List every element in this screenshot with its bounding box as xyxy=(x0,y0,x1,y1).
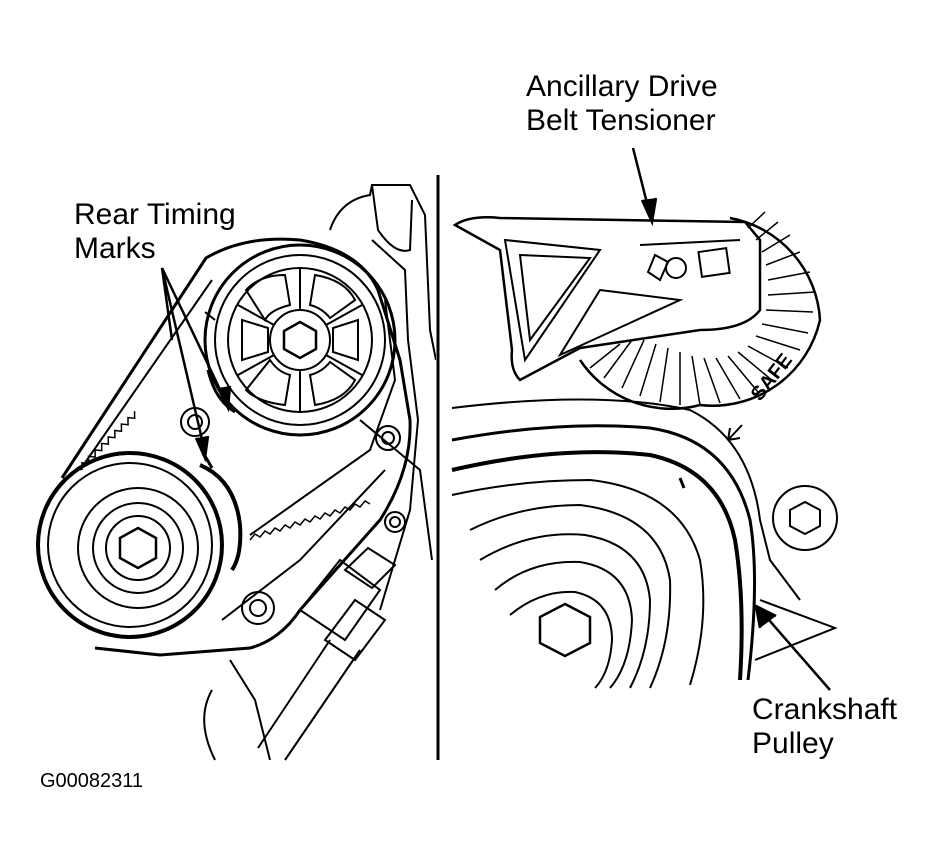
upper-timing-mark xyxy=(208,370,235,412)
rear-timing-marks-arrows xyxy=(162,268,230,458)
crankshaft-pulley-label: Crankshaft Pulley xyxy=(752,693,897,761)
rear-timing-marks-line2: Marks xyxy=(74,232,156,265)
tensioner-label-line2: Belt Tensioner xyxy=(526,104,716,137)
left-panel-timing-belt xyxy=(38,185,436,760)
rear-timing-marks-label: Rear Timing Marks xyxy=(74,198,236,266)
ancillary-drive-belt-tensioner-label: Ancillary Drive Belt Tensioner xyxy=(526,70,718,138)
crankshaft-label-line1: Crankshaft xyxy=(752,693,898,726)
timing-cover-outline xyxy=(330,185,436,360)
safe-arrow xyxy=(728,425,742,440)
figure-code: G00082311 xyxy=(40,770,144,792)
tensioner-pulley xyxy=(580,212,820,409)
right-bolt xyxy=(773,486,837,550)
label-arrows-right xyxy=(633,148,830,690)
camshaft-pulley xyxy=(205,245,395,435)
crank-sprocket xyxy=(38,453,240,637)
right-panel-drive-belt xyxy=(452,148,837,690)
rear-timing-marks-line1: Rear Timing xyxy=(74,198,236,231)
timing-belt xyxy=(62,239,410,655)
left-bolts xyxy=(181,408,405,624)
tensioner-label-line1: Ancillary Drive xyxy=(526,70,718,103)
crankshaft-pulley-drawing xyxy=(452,399,835,688)
belt-tensioner xyxy=(455,217,760,380)
crankshaft-label-line2: Pulley xyxy=(752,727,834,760)
